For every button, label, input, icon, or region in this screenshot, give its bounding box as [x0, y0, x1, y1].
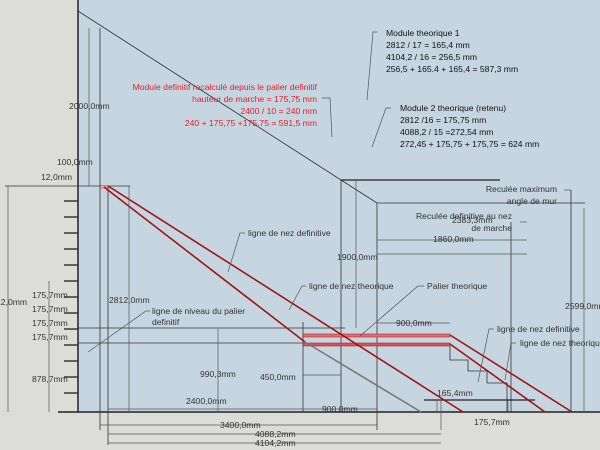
label-reculee-max: Reculée maximum — [486, 184, 557, 194]
dimension-lines — [7, 28, 585, 444]
note-definitif: Module definitif recalculé depuis le pal… — [133, 82, 318, 128]
dim-4088: 4088,2mm — [255, 429, 296, 439]
label-niveau-palier: ligne de niveau du palier — [152, 306, 245, 316]
note-line: 256,5 + 165.4 + 165,4 = 587,3 mm — [386, 64, 518, 74]
nose-line-theoretical — [103, 186, 306, 343]
note-line: 240 + 175,75 +175,75 = 591,5 mm — [185, 118, 317, 128]
dim-12: 12,0mm — [41, 172, 72, 182]
nose-line-definitive-lower — [449, 334, 573, 413]
label-niveau-palier-2: definitif — [152, 317, 180, 327]
dim-175-bottom: 175,7mm — [474, 417, 510, 427]
nose-line-theoretical-lower — [449, 343, 546, 413]
dim-990: 990,3mm — [200, 369, 236, 379]
dim-878: 878,7mm — [32, 374, 68, 384]
label-reculee-def-2: de marche — [471, 223, 512, 233]
label-reculee-max-2: angle de mur — [507, 196, 557, 206]
dim-2599: 2599,0mm — [565, 301, 600, 311]
label-nez-theorique-right: ligne de nez theorique — [520, 338, 600, 348]
dim-900-bottom: 900,0mm — [322, 404, 358, 414]
dim-2812: 2812,0mm — [109, 295, 150, 305]
note-line: Module theorique 1 — [386, 28, 460, 38]
dim-riser-4: 175,7mm — [32, 332, 68, 342]
note-line: 2812 / 17 = 165,4 mm — [386, 40, 470, 50]
label-palier-theorique: Palier theorique — [427, 281, 487, 291]
landing-definitive — [302, 342, 451, 347]
dim-riser-3: 175,7mm — [32, 318, 68, 328]
dim-100: 100,0mm — [57, 157, 93, 167]
note-module-1: Module theorique 1 2812 / 17 = 165,4 mm … — [386, 28, 518, 74]
dim-165: 165,4mm — [437, 388, 473, 398]
drawing-area — [78, 0, 600, 412]
leader-lines — [87, 31, 516, 383]
dim-900-landing: 900,0mm — [396, 318, 432, 328]
note-line: Module 2 theorique (retenu) — [400, 103, 506, 113]
dim-4104: 4104,2mm — [255, 438, 296, 448]
dim-450: 450,0mm — [260, 372, 296, 382]
note-line: 272,45 + 175,75 + 175,75 = 624 mm — [400, 139, 539, 149]
dim-2400: 2400,0mm — [186, 396, 227, 406]
dim-1860: 1860,0mm — [433, 234, 474, 244]
dim-riser-1: 175,7mm — [32, 290, 68, 300]
note-line: 4088,2 / 15 =272,54 mm — [400, 127, 493, 137]
note-module-2: Module 2 theorique (retenu) 2812 /16 = 1… — [400, 103, 539, 149]
label-nez-theorique-left: ligne de nez theorique — [309, 281, 394, 291]
dim-1900: 1900,0mm — [337, 252, 378, 262]
label-nez-definitive-right: ligne de nez definitive — [497, 324, 580, 334]
riser-ticks — [64, 200, 78, 394]
dim-riser-2: 175,7mm — [32, 304, 68, 314]
dim-3400: 3400,0mm — [220, 420, 261, 430]
landing-theoretical — [302, 333, 451, 338]
note-line: hauteur de marche = 175,75 mm — [192, 94, 317, 104]
dim-2383: 2383,3mm — [452, 215, 493, 225]
note-line: 4104,2 / 16 = 256,5 mm — [386, 52, 477, 62]
note-line: Module definitif recalculé depuis le pal… — [133, 82, 318, 92]
dim-2812-left: 12,0mm — [0, 297, 27, 307]
note-line: 2812 /16 = 175,75 mm — [400, 115, 486, 125]
nose-line-continuation — [304, 341, 422, 413]
dim-2000: 2000,0mm — [69, 101, 110, 111]
label-nez-definitive-left: ligne de nez definitive — [248, 228, 331, 238]
nose-line-definitive — [107, 185, 464, 413]
note-line: 2400 / 10 = 240 mm — [240, 106, 317, 116]
label-reculee-def: Reculée definitive au nez — [416, 211, 512, 221]
